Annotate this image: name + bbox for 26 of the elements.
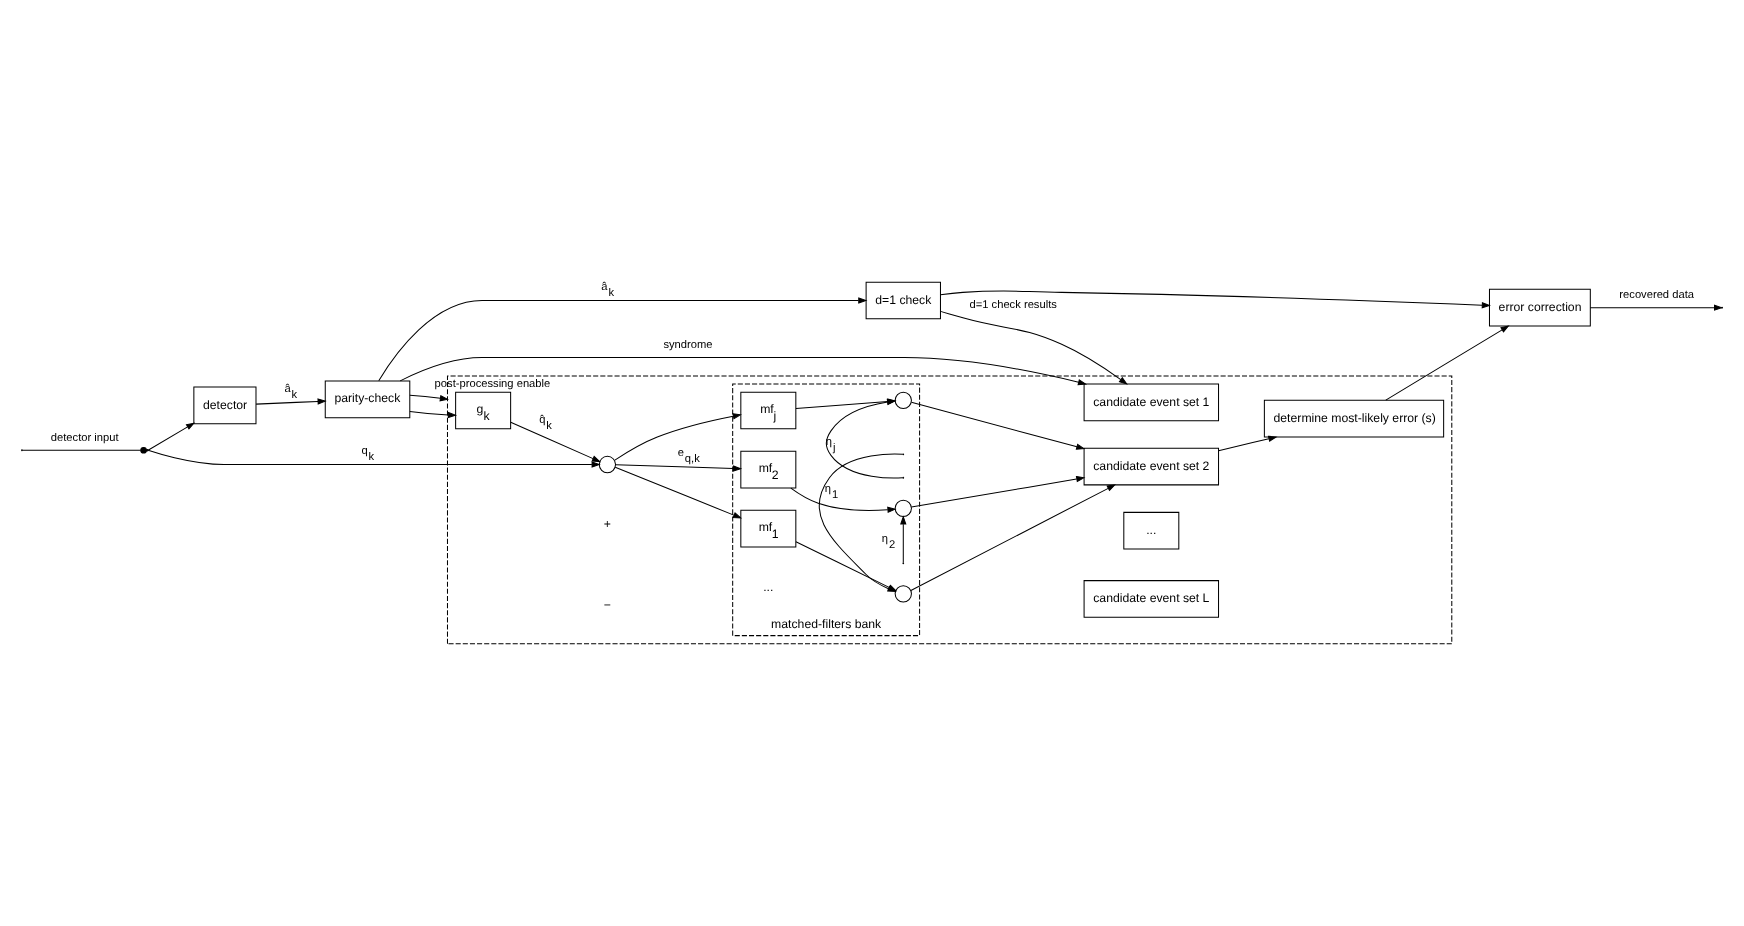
connector xyxy=(21,448,142,450)
arrow xyxy=(409,410,458,418)
arrow xyxy=(510,420,602,462)
arrow xyxy=(939,289,1491,308)
arrow xyxy=(399,356,1088,385)
node-circle xyxy=(894,498,912,516)
arrow xyxy=(255,397,327,404)
arrow xyxy=(790,486,897,512)
arrow xyxy=(910,400,1086,449)
arrow xyxy=(1218,434,1278,451)
arrow xyxy=(818,452,904,591)
arrow xyxy=(910,474,1086,507)
arrow xyxy=(910,483,1117,590)
arrow xyxy=(378,296,868,381)
arrow xyxy=(1385,324,1510,400)
arrow xyxy=(613,412,742,460)
node-circle xyxy=(598,454,617,473)
arrow xyxy=(940,309,1128,384)
arrow xyxy=(614,465,743,518)
arrow xyxy=(795,540,898,591)
arrow xyxy=(615,463,743,471)
arrow xyxy=(409,393,449,401)
node-circle xyxy=(894,584,912,602)
node-dot xyxy=(146,448,149,451)
arrow xyxy=(900,514,907,563)
node-circle xyxy=(894,390,912,408)
